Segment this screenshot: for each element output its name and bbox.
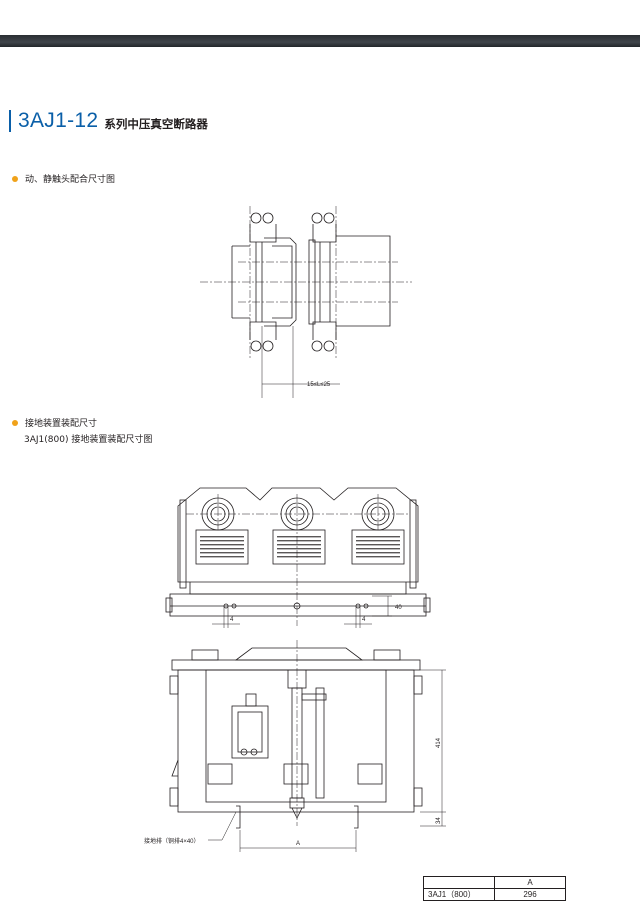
header-bar	[0, 0, 640, 47]
table-row-label: 3AJ1（800）	[423, 888, 495, 901]
dim-414-label: 414	[436, 737, 442, 748]
title-model: 3AJ1-12	[18, 109, 99, 132]
table-row-value: 296	[494, 888, 566, 901]
roller-row-bottom	[250, 340, 335, 352]
table-corner-cell	[423, 876, 495, 889]
dim-4-right-label: 4	[362, 617, 366, 623]
grounding-heading: 接地装置装配尺寸	[25, 419, 98, 429]
header-band	[0, 35, 640, 47]
table-column-header: A	[494, 876, 566, 889]
dim-34-label: 34	[436, 817, 442, 824]
section-contact: 动、静触头配合尺寸图	[12, 172, 115, 185]
contact-range-label: 15≤L≤25	[307, 382, 331, 388]
ground-bar-label: 接地排（铜排4×40）	[144, 837, 200, 845]
contact-heading: 动、静触头配合尺寸图	[25, 175, 116, 185]
dim-a-label: A	[296, 841, 300, 847]
section-grounding: 接地装置装配尺寸	[12, 416, 97, 429]
table-row: 3AJ1（800） 296	[423, 888, 566, 901]
title-series: 系列中压真空断路器	[104, 116, 208, 131]
bullet-dot-icon	[12, 419, 18, 426]
dim-4-left-label: 4	[230, 617, 234, 623]
title-accent-bar	[9, 110, 11, 132]
bullet-dot-icon	[12, 175, 18, 182]
page-title: 3AJ1-12 系列中压真空断路器	[9, 108, 208, 134]
dim-40-label: 40	[395, 605, 402, 611]
table-header-row: A	[423, 876, 566, 889]
grounding-subheading: 3AJ1(800) 接地装置装配尺寸图	[24, 435, 153, 445]
spec-table: A 3AJ1（800） 296	[423, 876, 566, 901]
roller-row-top	[250, 212, 335, 224]
